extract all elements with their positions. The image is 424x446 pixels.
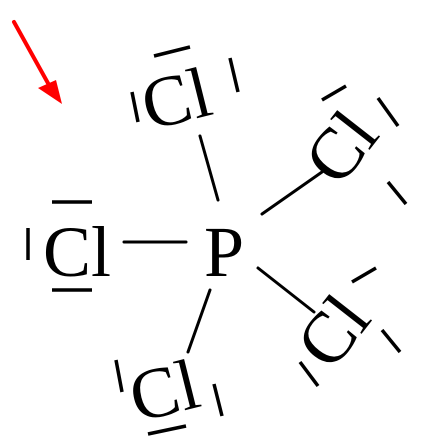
red-arrow-icon bbox=[12, 20, 62, 104]
ligand-left-label: Cl bbox=[43, 212, 111, 292]
lone-pair-bottom-right bbox=[212, 383, 224, 417]
ligand-top-label: Cl bbox=[134, 52, 219, 146]
ligand-upper-right: Cl bbox=[289, 84, 408, 206]
lone-pair-bottom-left bbox=[114, 359, 124, 393]
ligand-top: Cl bbox=[130, 45, 240, 146]
bond-bottom bbox=[186, 288, 212, 354]
lone-pair-top-upper bbox=[153, 45, 191, 58]
lone-pair-upper-right-lower bbox=[386, 180, 408, 206]
ligand-bottom: Cl bbox=[114, 344, 224, 438]
ligand-bottom-label: Cl bbox=[122, 344, 207, 438]
lone-pair-lower-right-right bbox=[380, 328, 402, 354]
ligand-left: Cl bbox=[26, 200, 111, 292]
bond-upper-right bbox=[260, 170, 324, 216]
lone-pair-upper-right-top bbox=[321, 84, 347, 102]
central-atom: P bbox=[204, 212, 244, 292]
ligand-lower-right-label: Cl bbox=[281, 280, 386, 383]
ligand-lower-right: Cl bbox=[281, 266, 402, 388]
lone-pair-bottom-lower bbox=[147, 424, 187, 436]
bond-lower-right bbox=[256, 266, 316, 314]
lone-pair-lower-right-left bbox=[298, 360, 320, 388]
bond-top bbox=[198, 134, 220, 202]
lone-pair-top-right bbox=[228, 57, 240, 93]
lone-pair-lower-right-upper bbox=[351, 266, 377, 284]
lone-pair-upper-right-upper bbox=[376, 96, 400, 128]
lone-pair-top-left bbox=[130, 91, 140, 123]
